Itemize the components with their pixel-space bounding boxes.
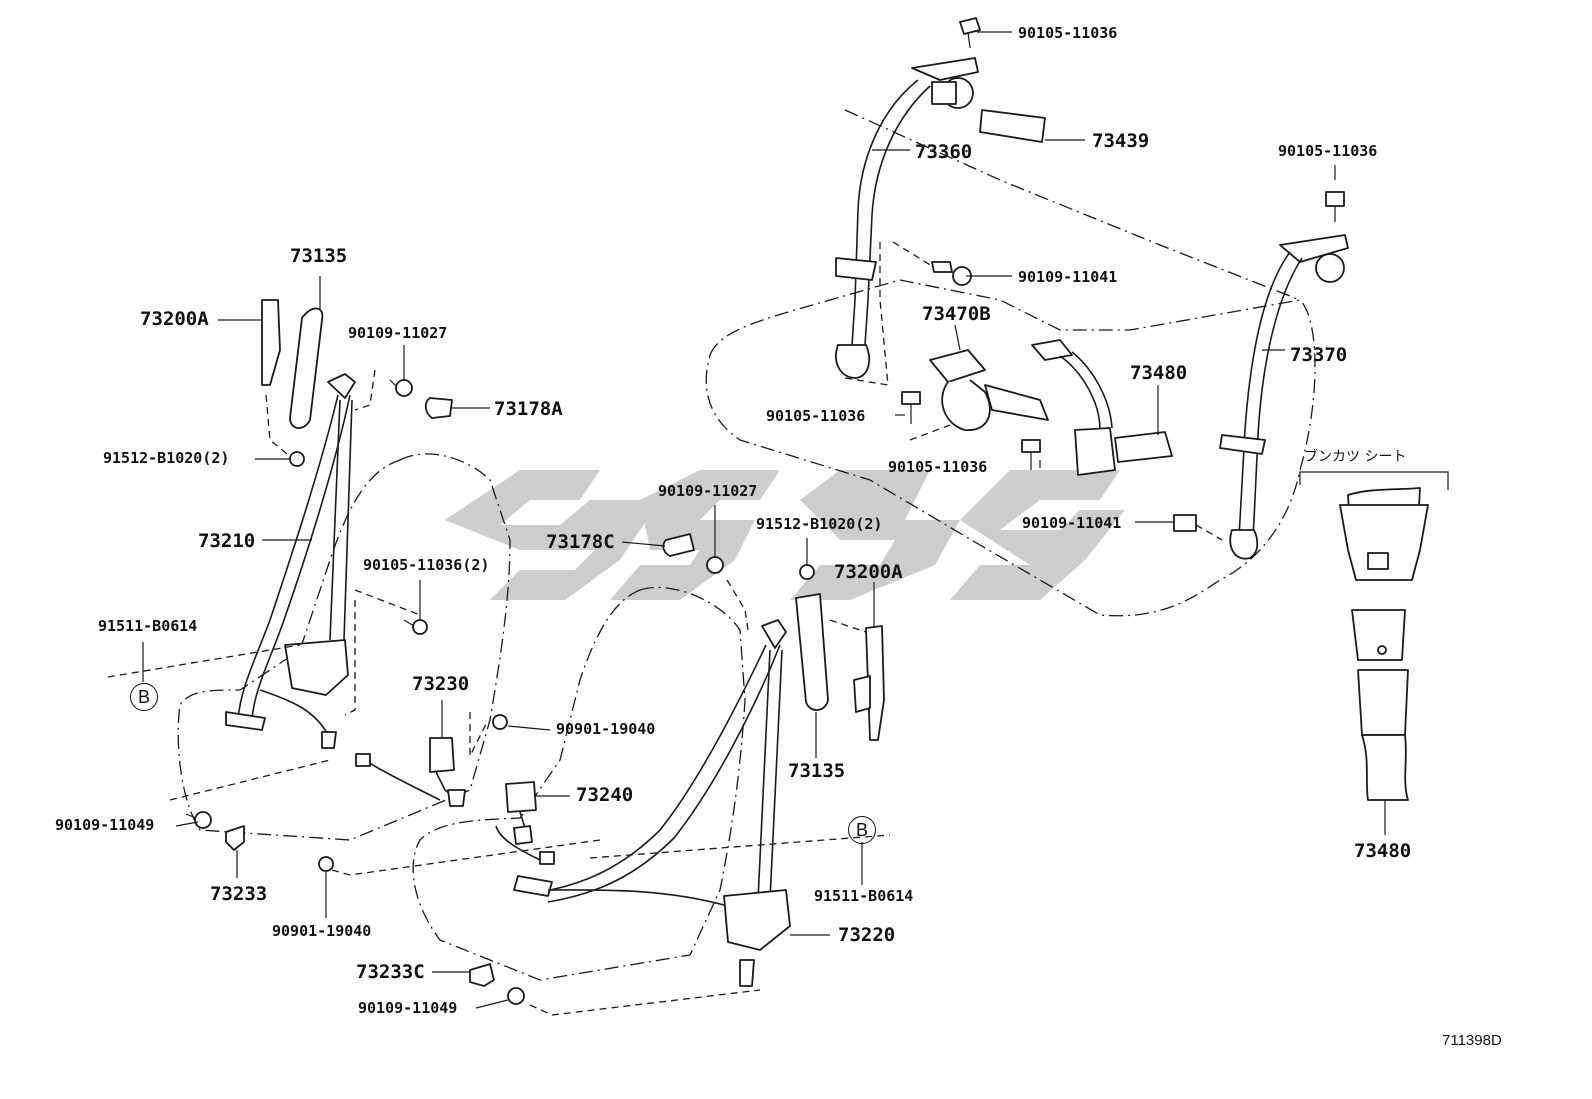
label-73200A-left: 73200A [140, 308, 209, 330]
label-90109-11027-left: 90109-11027 [348, 324, 448, 342]
front-right-seat-outline [412, 586, 746, 981]
label-73480-mid: 73480 [1130, 362, 1188, 384]
adjuster-73200A-mid [829, 619, 885, 741]
leader-lines [142, 31, 1386, 1009]
label-90109-11041-lower: 90109-11041 [1022, 514, 1122, 532]
split-seat-buckle-detail [1299, 471, 1449, 801]
label-91511-left: 91511-B0614 [98, 617, 198, 635]
bolt-90901-19040-bottom [318, 839, 601, 876]
bolt-90105-11036-right [1325, 191, 1345, 222]
cover-73135-mid [795, 593, 829, 711]
drawing-code: 711398D [1442, 1032, 1502, 1049]
callout-b-left: B [130, 683, 158, 711]
front-left-seat-outline [177, 453, 511, 841]
belt-73360 [835, 57, 979, 386]
cap-73233C [469, 963, 495, 987]
label-73233: 73233 [210, 883, 268, 905]
watermark-logo [445, 470, 1125, 600]
label-73200A-mid: 73200A [834, 561, 903, 583]
clip-73178A [424, 397, 453, 419]
rear-seat-outline [705, 109, 1316, 617]
buckle-73480-mid [1031, 339, 1173, 476]
label-73360: 73360 [915, 141, 973, 163]
label-90109-11027-mid: 90109-11027 [658, 482, 758, 500]
label-73178A: 73178A [494, 398, 563, 420]
bolt-90105-11036-top [959, 17, 981, 49]
bolt-91512-left [289, 451, 305, 467]
bolt-90901-19040-mid [492, 714, 508, 730]
label-90105-11036-mid: 90105-11036 [766, 407, 866, 425]
label-73233C: 73233C [356, 961, 425, 983]
bolt-90105-11036-lower [1021, 439, 1041, 470]
label-bunkatsu-seat: ブンカツ シート [1304, 449, 1407, 465]
buckle-73470B [909, 349, 1049, 441]
bolt-90109-11027-mid [706, 556, 749, 631]
label-90105-11036-lower: 90105-11036 [888, 458, 988, 476]
label-73370: 73370 [1290, 344, 1348, 366]
cap-73233 [225, 825, 245, 851]
label-73470B: 73470B [922, 303, 991, 325]
label-73439: 73439 [1092, 130, 1150, 152]
pad-73439 [979, 109, 1046, 143]
buckle-73240 [495, 781, 555, 865]
line-91511-left [107, 644, 301, 678]
bolt-90105-11036-mid [901, 391, 921, 424]
belt-73210 [225, 373, 356, 749]
label-73230: 73230 [412, 673, 470, 695]
bolt-90109-11041-top [892, 241, 972, 286]
callout-b-right: B [848, 816, 876, 844]
belt-73220 [513, 619, 791, 987]
label-73220: 73220 [838, 924, 896, 946]
label-90109-11041-top: 90109-11041 [1018, 268, 1118, 286]
cover-73135-left [289, 307, 324, 429]
label-73135-mid: 73135 [788, 760, 846, 782]
label-90105-11036-pair: 90105-11036(2) [363, 556, 490, 574]
label-73480-right: 73480 [1354, 840, 1412, 862]
label-73135-top: 73135 [290, 245, 348, 267]
adjuster-73200A-left [261, 299, 293, 459]
bolt-90109-11049-left [169, 759, 331, 829]
bolt-90105-11036-pair [344, 589, 428, 716]
buckle-73230 [355, 712, 489, 807]
label-73178C: 73178C [546, 531, 615, 553]
label-91512-mid: 91512-B1020(2) [756, 515, 883, 533]
clip-73178C [662, 533, 695, 557]
label-90109-11049-bottom: 90109-11049 [358, 999, 458, 1017]
belt-73370 [1219, 234, 1349, 560]
label-73210: 73210 [198, 530, 256, 552]
label-90105-11036-top: 90105-11036 [1018, 24, 1118, 42]
label-90105-11036-right: 90105-11036 [1278, 142, 1378, 160]
bolt-90109-11049-bottom [507, 987, 761, 1016]
label-91512-left: 91512-B1020(2) [103, 449, 230, 467]
label-73240: 73240 [576, 784, 634, 806]
bolt-91512-mid [799, 564, 815, 580]
label-90901-19040-bottom: 90901-19040 [272, 922, 372, 940]
bolt-90109-11027-left [354, 369, 413, 411]
bolt-90109-11041-lower [1173, 514, 1223, 541]
label-90901-19040-mid: 90901-19040 [556, 720, 656, 738]
line-91511-mid [589, 834, 891, 859]
label-90109-11049-left: 90109-11049 [55, 816, 155, 834]
label-91511-mid: 91511-B0614 [814, 887, 914, 905]
